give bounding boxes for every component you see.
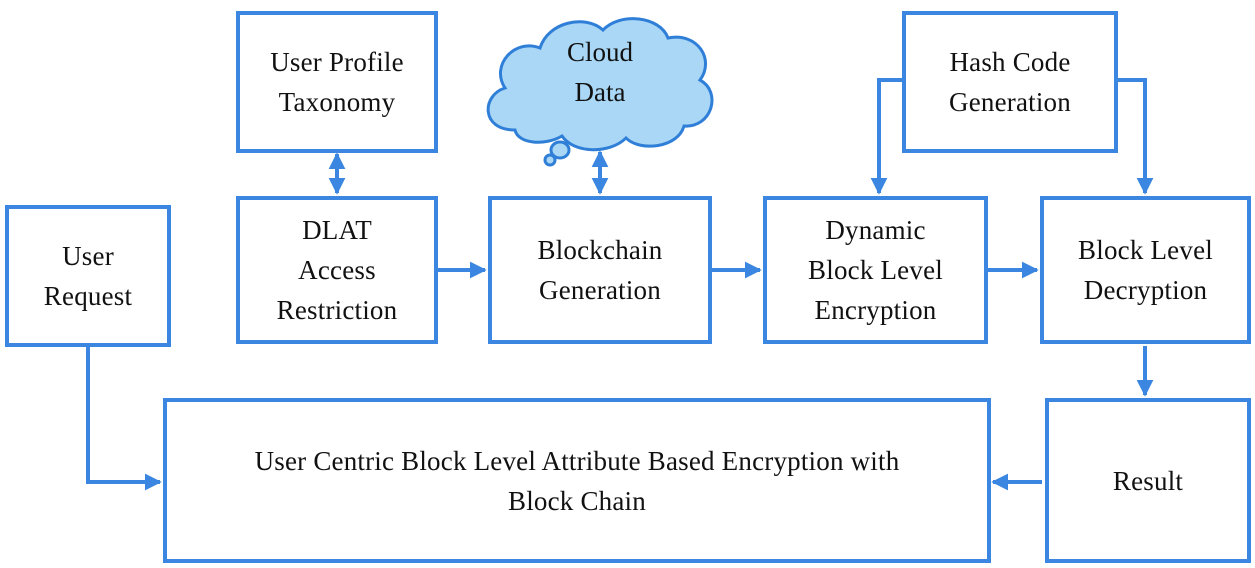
hash-code-generation-line: Hash Code xyxy=(949,47,1071,77)
block-level-decryption-line: Block Level xyxy=(1078,235,1213,265)
ucble-line: User Centric Block Level Attribute Based… xyxy=(254,445,900,476)
dynamic-encryption-line: Block Level xyxy=(808,255,943,285)
cloud-shape xyxy=(486,17,714,167)
blockchain-generation-line: Generation xyxy=(539,275,661,305)
dlat-line: DLAT xyxy=(302,215,372,245)
blockchain-generation-box: Blockchain Generation xyxy=(488,196,712,344)
dynamic-encryption-line: Dynamic xyxy=(825,215,926,245)
arrow-hash-dynamic xyxy=(870,78,902,195)
dlat-line: Restriction xyxy=(276,295,398,325)
cloud-data-line: Data xyxy=(574,77,626,107)
arrow-hash-decryption xyxy=(1118,78,1154,195)
blockchain-generation-line: Blockchain xyxy=(537,235,663,265)
ucble-box: User Centric Block Level Attribute Based… xyxy=(163,398,991,563)
arrow-userrequest-ucble xyxy=(86,345,162,491)
cloud-data-label: Cloud Data xyxy=(520,32,680,112)
dynamic-encryption-line: Encryption xyxy=(814,295,937,325)
block-level-decryption-box: Block Level Decryption xyxy=(1040,196,1251,344)
dynamic-block-level-encryption-box: Dynamic Block Level Encryption xyxy=(763,196,988,344)
user-request-line: Request xyxy=(43,281,133,311)
user-request-box: User Request xyxy=(5,205,171,347)
hash-code-generation-line: Generation xyxy=(949,87,1071,117)
ucble-line: Block Chain xyxy=(508,485,646,516)
user-request-line: User xyxy=(62,241,114,271)
block-level-decryption-line: Decryption xyxy=(1083,275,1208,305)
dlat-line: Access xyxy=(298,255,376,285)
user-profile-taxonomy-line: Taxonomy xyxy=(278,87,396,117)
result-box: Result xyxy=(1045,398,1251,563)
user-profile-taxonomy-box: User Profile Taxonomy xyxy=(236,11,438,153)
dlat-access-restriction-box: DLAT Access Restriction xyxy=(236,196,438,344)
result-line: Result xyxy=(1112,465,1184,496)
hash-code-generation-box: Hash Code Generation xyxy=(902,11,1118,153)
cloud-data-line: Cloud xyxy=(566,37,633,67)
user-profile-taxonomy-line: User Profile xyxy=(270,47,404,77)
